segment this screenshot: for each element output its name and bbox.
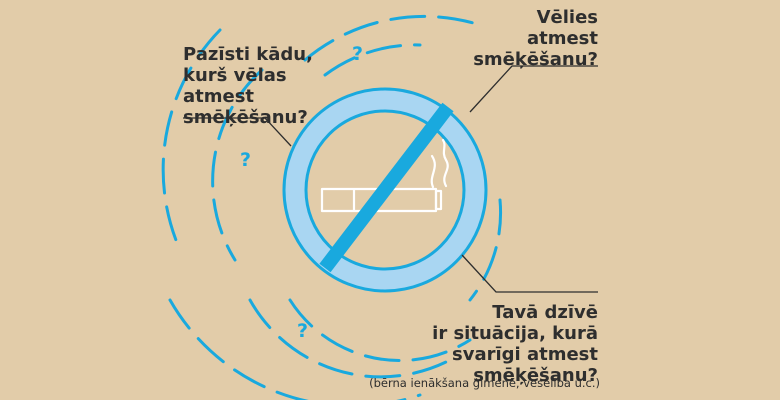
- smoke: [430, 154, 436, 189]
- ripple-arc-top-inner: [323, 43, 422, 77]
- question-left: Pazīsti kādu, kurš vēlas atmest smēķēšan…: [183, 44, 313, 128]
- ripple-arc-bottom-mid: [248, 298, 452, 379]
- connector-left: [183, 117, 292, 147]
- ripple-arc-bottom-outer: [168, 298, 422, 400]
- ripple-arc-right: [468, 198, 503, 302]
- ripple-arcs: [161, 14, 503, 400]
- ripple-arc-left-outer: [161, 28, 222, 252]
- question-mark-bottom: ?: [297, 320, 309, 342]
- connector-right-top: [469, 65, 598, 113]
- ripple-arc-top: [303, 14, 482, 62]
- question-mark-top: ?: [352, 43, 364, 65]
- smoke: [441, 138, 449, 188]
- ripple-arc-left-mid: [211, 68, 264, 262]
- question-right-bottom: Tavā dzīvē ir situācija, kurā svarīgi at…: [432, 302, 598, 386]
- connector-right-bottom: [461, 254, 598, 293]
- no-smoking-icon: [282, 87, 488, 293]
- connector-lines: [183, 65, 598, 293]
- ripple-arc-bottom-inner: [288, 298, 472, 363]
- question-right-top: Vēlies atmest smēķēšanu?: [473, 7, 598, 70]
- footnote: (bērna ienākšana ģimenē, veselība u.c.): [369, 376, 600, 390]
- question-mark-left: ?: [240, 149, 252, 171]
